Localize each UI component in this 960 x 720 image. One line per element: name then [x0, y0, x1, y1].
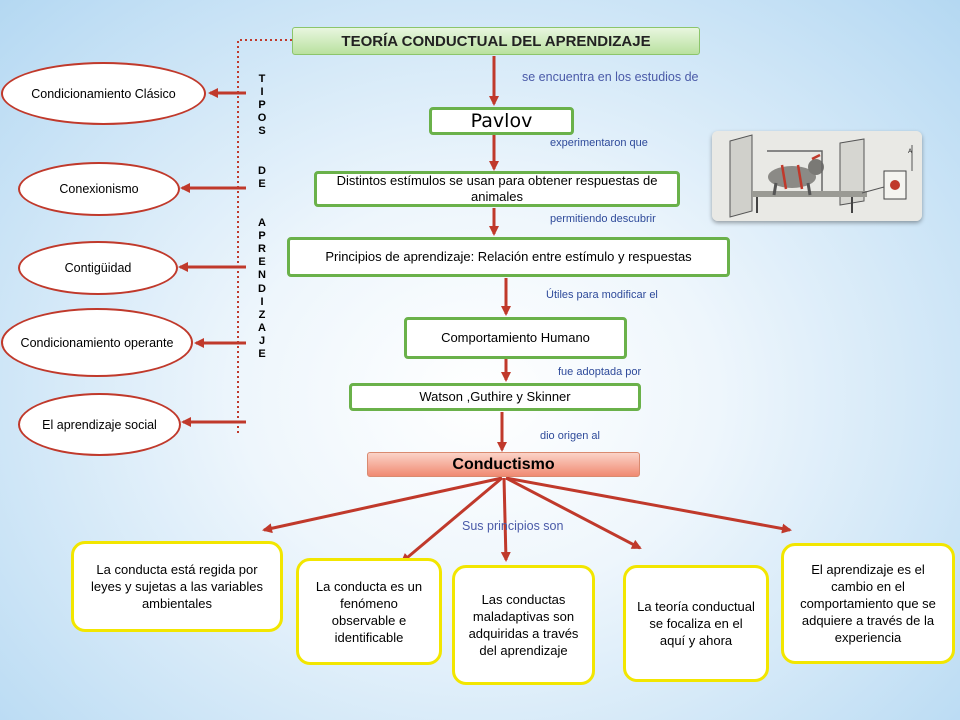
tipo-oval-operante: Condicionamiento operante [1, 308, 193, 377]
tipo-oval-contiguidad: Contigüidad [18, 241, 178, 295]
vertical-letter: E [258, 347, 266, 360]
vertical-letter: P [258, 99, 266, 112]
vertical-letter: R [258, 243, 266, 256]
principio-box-3: Las conductas maladaptivas son adquirida… [452, 565, 595, 685]
connector-text-5: fue adoptada por [558, 366, 642, 378]
vertical-letter [260, 191, 263, 204]
pavlov-experiment-photo: A [712, 131, 922, 221]
vertical-letter: D [258, 164, 266, 177]
principio-box-1: La conducta está regida por leyes y suje… [71, 541, 283, 632]
connector-text-2: experimentaron que [550, 137, 648, 149]
vertical-letter: I [260, 86, 264, 99]
principio-box-4: La teoría conductual se focaliza en el a… [623, 565, 769, 682]
vertical-letter: A [258, 217, 266, 230]
connector-text-1: se encuentra en los estudios de [522, 70, 699, 84]
svg-text:A: A [908, 148, 913, 155]
diagram-title: TEORÍA CONDUCTUAL DEL APRENDIZAJE [292, 27, 700, 55]
vertical-letter: I [260, 295, 264, 308]
tipo-oval-clasico: Condicionamiento Clásico [1, 62, 206, 125]
connector-text-6: dio origen al [540, 430, 600, 442]
vertical-letter: E [258, 177, 266, 190]
comportamiento-box: Comportamiento Humano [404, 317, 627, 359]
conductismo-box: Conductismo [367, 452, 640, 477]
principio-box-5: El aprendizaje es el cambio en el compor… [781, 543, 955, 664]
vertical-letter: O [257, 112, 267, 125]
vertical-letter: S [258, 125, 266, 138]
vertical-letter [260, 204, 263, 217]
vertical-letter: P [258, 230, 266, 243]
vertical-letter [260, 152, 263, 165]
vertical-letter: E [258, 256, 266, 269]
vertical-letter: T [258, 73, 266, 85]
connector-text-4: Útiles para modificar el [546, 289, 658, 301]
tipo-oval-conexionismo: Conexionismo [18, 162, 180, 216]
estimulos-box: Distintos estímulos se usan para obtener… [314, 171, 680, 207]
arrow-principio-2 [400, 476, 503, 564]
vertical-letter: A [258, 321, 266, 334]
vertical-letter: D [258, 282, 266, 295]
arrow-principio-5 [505, 476, 792, 534]
arrow-principio-1 [262, 476, 503, 534]
principios-aprendizaje-box: Principios de aprendizaje: Relación entr… [287, 237, 730, 277]
arrow-principio-4 [505, 476, 642, 550]
autores-box: Watson ,Guthire y Skinner [349, 383, 641, 411]
pavlov-box: Pavlov [429, 107, 574, 135]
vertical-letter: J [258, 334, 266, 347]
vertical-letter: Z [258, 308, 266, 321]
principio-box-2: La conducta es un fenómeno observable e … [296, 558, 442, 665]
connector-text-3: permitiendo descubrir [550, 213, 656, 225]
vertical-letter [260, 138, 263, 151]
tipo-oval-social: El aprendizaje social [18, 393, 181, 456]
arrow-principio-3 [500, 477, 511, 562]
connector-text-7: Sus principios son [462, 519, 564, 533]
vertical-letter: N [258, 269, 266, 282]
